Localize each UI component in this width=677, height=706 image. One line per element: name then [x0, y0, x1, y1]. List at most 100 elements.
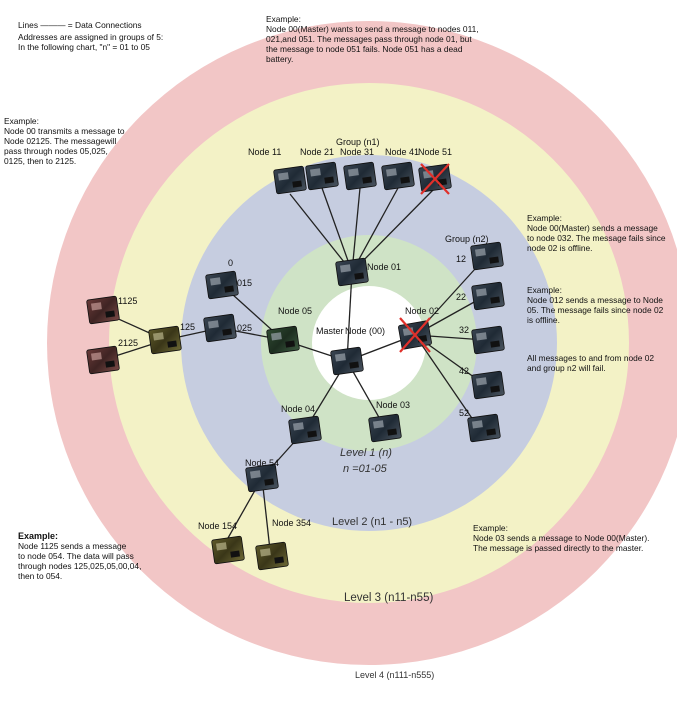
label-node-1125: 1125 — [118, 296, 137, 306]
note-bottom-right-line: The message is passed directly to the ma… — [473, 543, 644, 553]
legend-address-line1: Addresses are assigned in groups of 5: — [18, 32, 164, 42]
label-group-n2: Group (n2) — [445, 234, 489, 244]
label-group-n1: Group (n1) — [336, 137, 380, 147]
note-right-3-line: All messages to and from node 02 — [527, 353, 655, 363]
note-bottom-left-line: Node 1125 sends a message — [18, 541, 127, 551]
level4-label: Level 4 (n111-n555) — [355, 670, 434, 680]
label-master-right: Node (00) — [345, 326, 385, 336]
node-125 — [148, 325, 182, 355]
label-node-025: 025 — [237, 323, 252, 333]
level1-title: Level 1 (n) — [340, 447, 392, 459]
level3-label: Level 3 (n11-n55) — [344, 592, 433, 604]
node-05 — [266, 325, 300, 355]
note-right-1-line: Node 00(Master) sends a message — [527, 223, 658, 233]
level-labels: Level 1 (n) n =01-05 Level 2 (n1 - n5) L… — [332, 447, 434, 680]
note-right-1-line: to node 032. The message fails since — [527, 233, 666, 243]
note-bottom-left-line: to node 054. The data will pass — [18, 551, 134, 561]
node-54 — [245, 463, 279, 493]
node-12 — [470, 241, 504, 271]
note-top-line: battery. — [266, 54, 294, 64]
node-354 — [255, 541, 289, 571]
note-right-2: Example: Node 012 sends a message to Nod… — [527, 285, 675, 325]
edge-01-31 — [351, 187, 361, 273]
level1-range: n =01-05 — [343, 463, 388, 475]
note-bottom-left-heading: Example: — [18, 531, 59, 541]
label-node-0: 0 — [228, 258, 233, 268]
label-node-51: Node 51 — [418, 147, 452, 157]
node-22 — [471, 281, 505, 311]
node-41 — [381, 161, 415, 191]
edge-master-01 — [346, 271, 353, 362]
label-node-354: Node 354 — [272, 518, 311, 528]
failure-x-node-02 — [399, 317, 431, 353]
note-left-heading: Example: — [4, 116, 39, 126]
note-top-line: the message to node 051 fails. Node 051 … — [266, 44, 463, 54]
node-master — [330, 346, 364, 376]
label-node-05: Node 05 — [278, 306, 312, 316]
note-right-2-line: 05. The message fails since node 02 — [527, 305, 664, 315]
node-154 — [211, 535, 245, 565]
note-left-line: Node 00 transmits a message to — [4, 126, 125, 136]
label-node-12: 12 — [456, 254, 466, 264]
label-node-01: Node 01 — [367, 262, 401, 272]
node-01 — [335, 257, 369, 287]
legend-lines-label: Lines ——— = Data Connections — [18, 20, 142, 30]
note-right-2-line: Node 012 sends a message to Node — [527, 295, 663, 305]
node-21 — [305, 161, 339, 191]
label-node-2125: 2125 — [118, 338, 138, 348]
label-node-154: Node 154 — [198, 521, 237, 531]
node-42 — [471, 370, 505, 400]
note-left-line: Node 02125. The messagewill — [4, 136, 117, 146]
node-11 — [273, 165, 307, 195]
node-52 — [467, 413, 501, 443]
legend: Lines ——— = Data Connections Addresses a… — [18, 20, 248, 52]
failure-x-node-51 — [420, 163, 450, 195]
note-top-line: Node 00(Master) wants to send a message … — [266, 24, 479, 34]
label-node-02: Node 02 — [405, 306, 439, 316]
edge-02-52 — [414, 334, 481, 431]
label-node-41: Node 41 — [385, 147, 419, 157]
note-left: Example: Node 00 transmits a message to … — [4, 116, 144, 166]
note-bottom-left-line: through nodes 125,025,05,00,04, — [18, 561, 142, 571]
node-31 — [343, 161, 377, 191]
label-node-54: Node 54 — [245, 458, 279, 468]
legend-address-line2: In the following chart, "n" = 01 to 05 — [18, 42, 150, 52]
label-node-52: 52 — [459, 408, 469, 418]
node-labels: Master Node (00) Node 01 Node 02 Node 03… — [118, 137, 489, 531]
label-node-11: Node 11 — [248, 147, 281, 157]
label-node-015: 015 — [237, 278, 252, 288]
edge-01-21 — [321, 187, 353, 273]
label-master-left: Master — [316, 326, 344, 336]
note-right-2-heading: Example: — [527, 285, 562, 295]
note-top-heading: Example: — [266, 14, 301, 24]
node-015 — [205, 270, 239, 300]
note-bottom-right: Example: Node 03 sends a message to Node… — [473, 523, 673, 553]
label-node-22: 22 — [456, 292, 466, 302]
level2-label: Level 2 (n1 - n5) — [332, 516, 412, 528]
note-right-1: Example: Node 00(Master) sends a message… — [527, 213, 675, 253]
edge-01-11 — [289, 193, 353, 273]
note-right-3-line: and group n2 will fail. — [527, 363, 606, 373]
node-32 — [471, 325, 505, 355]
label-node-03: Node 03 — [376, 400, 410, 410]
note-left-line: 0125, then to 2125. — [4, 156, 77, 166]
note-left-line: pass through nodes 05,025, — [4, 146, 108, 156]
note-right-1-line: node 02 is offline. — [527, 243, 593, 253]
note-top-line: 021,and 051. The messages pass through n… — [266, 34, 472, 44]
edge-01-41 — [351, 187, 399, 273]
label-node-32: 32 — [459, 325, 469, 335]
label-node-04: Node 04 — [281, 404, 315, 414]
label-node-42: 42 — [459, 366, 469, 376]
note-bottom-right-heading: Example: — [473, 523, 508, 533]
edge-01-51 — [351, 187, 436, 273]
node-1125 — [86, 295, 120, 325]
note-right-2-line: is offline. — [527, 315, 560, 325]
note-right-1-heading: Example: — [527, 213, 562, 223]
node-04 — [288, 415, 322, 445]
note-right-3: All messages to and from node 02 and gro… — [527, 353, 675, 373]
note-top: Example: Node 00(Master) wants to send a… — [266, 14, 506, 64]
label-node-31: Node 31 — [340, 147, 374, 157]
node-025 — [203, 313, 237, 343]
note-bottom-left-line: then to 054. — [18, 571, 63, 581]
